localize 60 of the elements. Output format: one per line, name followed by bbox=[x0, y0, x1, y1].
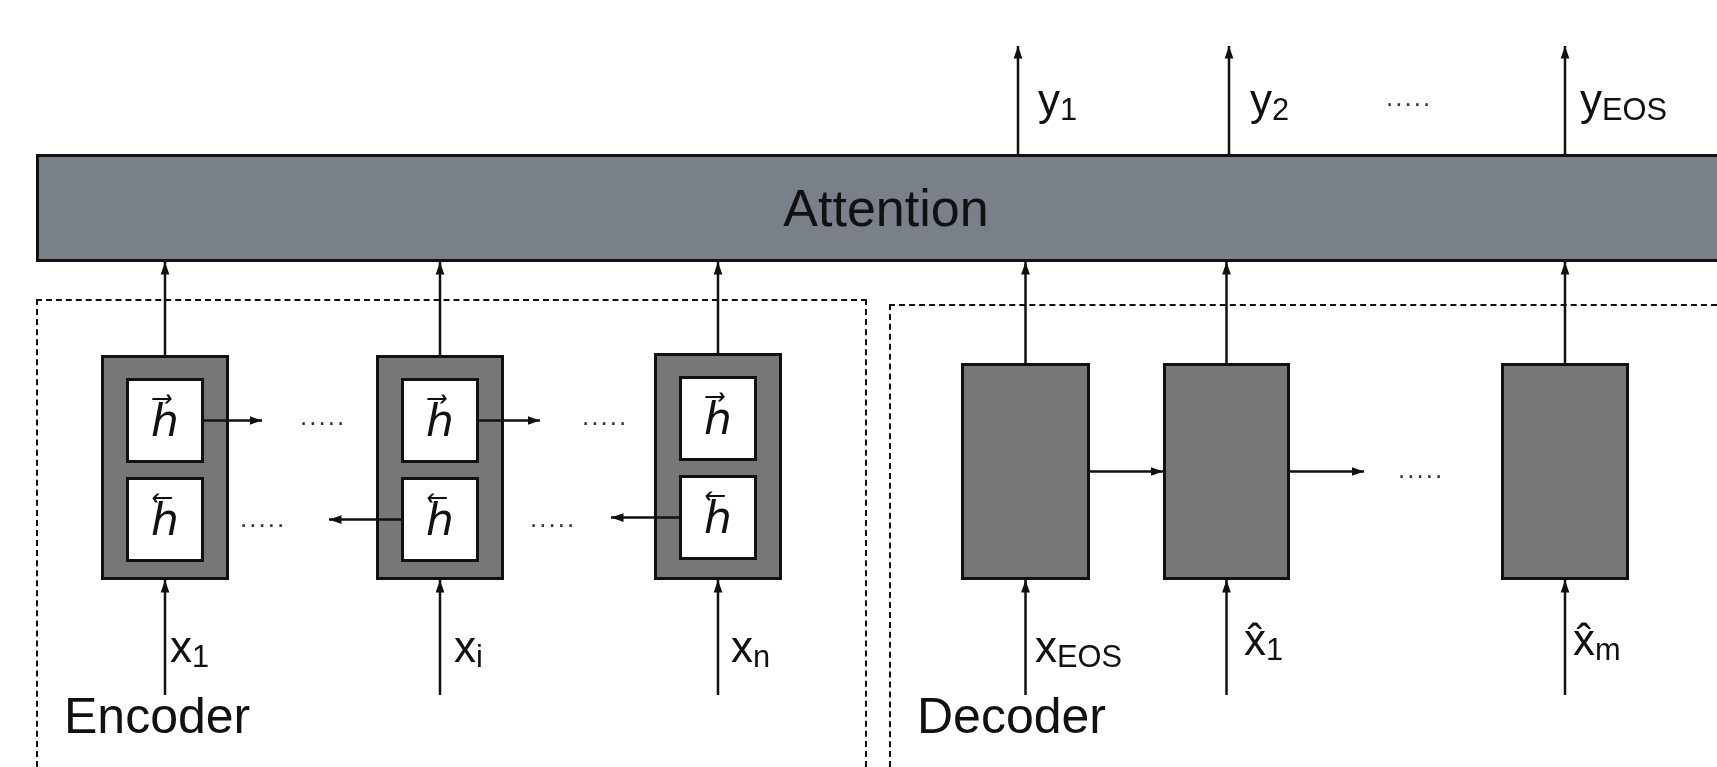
variable-label: x̂$_{m}$ bbox=[1573, 618, 1621, 666]
variable-label: x$_{n}$ bbox=[731, 625, 771, 673]
arrow bbox=[713, 580, 723, 695]
rnn-cell bbox=[654, 353, 782, 580]
arrow bbox=[1021, 580, 1030, 695]
variable-label: y$_{2}$ bbox=[1250, 78, 1290, 126]
arrow bbox=[1224, 46, 1234, 154]
group-title: Decoder bbox=[917, 691, 1106, 741]
dashed-group-frame bbox=[36, 299, 867, 767]
arrow bbox=[1090, 467, 1163, 476]
ellipsis: ..... bbox=[1386, 84, 1433, 110]
variable-label: x$_{i}$ bbox=[454, 625, 483, 673]
arrow bbox=[713, 262, 723, 353]
arrow bbox=[1021, 262, 1030, 363]
hidden-state-symbol: h⃗ bbox=[150, 394, 180, 447]
variable-label: x̂$_{1}$ bbox=[1244, 618, 1284, 666]
hidden-state-box bbox=[679, 475, 757, 560]
hidden-state-box bbox=[126, 378, 204, 463]
attention-layer bbox=[36, 154, 1717, 262]
arrow bbox=[329, 515, 401, 524]
arrow bbox=[1222, 262, 1231, 363]
layer-title: Attention bbox=[782, 178, 990, 238]
hidden-state-symbol: h⃗ bbox=[425, 394, 455, 447]
decoder-cell bbox=[961, 363, 1090, 580]
group-title: Encoder bbox=[64, 691, 251, 741]
hidden-state-symbol: h⃖ bbox=[425, 493, 455, 546]
ellipsis: ..... bbox=[530, 505, 577, 531]
hidden-state-box bbox=[401, 477, 479, 562]
arrow bbox=[479, 416, 540, 425]
hidden-state-box bbox=[401, 378, 479, 463]
dashed-group-frame bbox=[889, 304, 1717, 767]
hidden-state-symbol: h⃖ bbox=[150, 493, 180, 546]
rnn-cell bbox=[376, 355, 504, 580]
arrow bbox=[160, 262, 170, 355]
arrow bbox=[435, 262, 445, 355]
hidden-state-box bbox=[126, 477, 204, 562]
arrow bbox=[1560, 46, 1570, 154]
hidden-state-symbol: h⃗ bbox=[703, 392, 733, 445]
hidden-state-box bbox=[679, 376, 757, 461]
ellipsis: ..... bbox=[240, 505, 287, 531]
arrow bbox=[1222, 580, 1231, 695]
arrow bbox=[160, 580, 170, 695]
variable-label: x$_{EOS}$ bbox=[1035, 625, 1123, 673]
ellipsis: ..... bbox=[1398, 456, 1445, 482]
arrow bbox=[1560, 262, 1570, 363]
variable-label: y$_{1}$ bbox=[1038, 78, 1078, 126]
ellipsis: ..... bbox=[582, 403, 629, 429]
arrow bbox=[611, 513, 679, 522]
ellipsis: ..... bbox=[300, 403, 347, 429]
hidden-state-symbol: h⃖ bbox=[703, 491, 733, 544]
arrow bbox=[1560, 580, 1570, 695]
arrow bbox=[1290, 467, 1364, 476]
rnn-cell bbox=[101, 355, 229, 580]
arrow bbox=[204, 416, 262, 425]
variable-label: y$_{EOS}$ bbox=[1580, 78, 1668, 126]
decoder-cell bbox=[1501, 363, 1629, 580]
arrow bbox=[1013, 46, 1023, 154]
decoder-cell bbox=[1163, 363, 1290, 580]
arrow bbox=[435, 580, 445, 695]
variable-label: x$_{1}$ bbox=[170, 625, 210, 673]
